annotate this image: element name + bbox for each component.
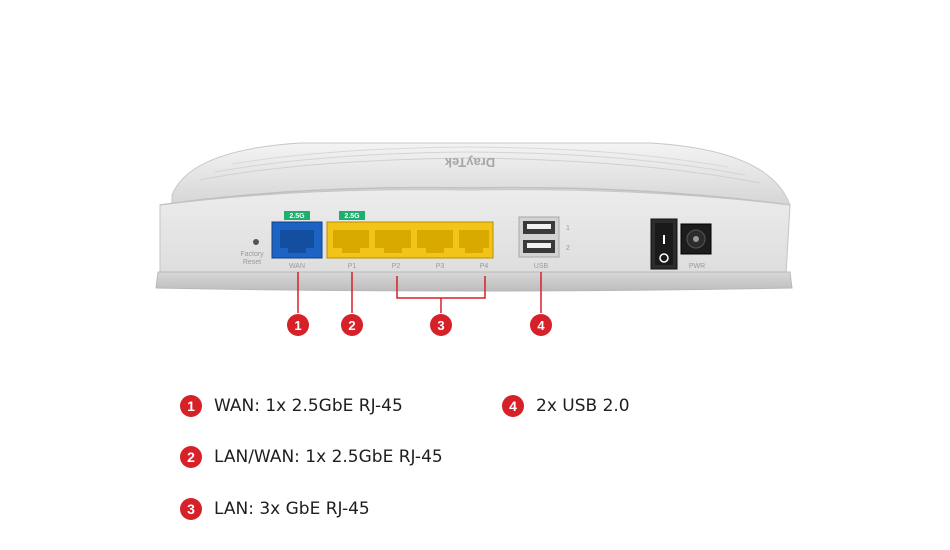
legend-text-3: LAN: 3x GbE RJ-45 xyxy=(214,499,370,519)
svg-text:4: 4 xyxy=(537,318,545,333)
p3-label: P3 xyxy=(436,263,445,270)
p4-label: P4 xyxy=(480,263,489,270)
legend-item-wan: 1 WAN: 1x 2.5GbE RJ-45 xyxy=(180,393,403,419)
brand-logo: DrayTek xyxy=(444,155,495,170)
factory-reset-button[interactable]: Factory Reset xyxy=(240,239,264,266)
p2-label: P2 xyxy=(392,263,401,270)
legend-badge-4: 4 xyxy=(502,395,524,417)
callout-lines xyxy=(297,272,542,313)
svg-text:2.5G: 2.5G xyxy=(289,213,305,220)
legend-item-usb: 4 2x USB 2.0 xyxy=(502,393,630,419)
lan-port-p1[interactable]: P1 xyxy=(333,230,369,270)
callout-badge-2: 2 xyxy=(341,314,363,336)
svg-text:3: 3 xyxy=(437,318,444,333)
p1-label: P1 xyxy=(348,263,357,270)
usb-number-1: 1 xyxy=(566,225,570,232)
legend-item-lan-wan: 2 LAN/WAN: 1x 2.5GbE RJ-45 xyxy=(180,444,443,470)
power-jack[interactable]: PWR xyxy=(680,223,712,270)
legend-badge-3: 3 xyxy=(180,498,202,520)
callout-badge-4: 4 xyxy=(530,314,552,336)
power-switch[interactable] xyxy=(650,218,678,270)
callout-badge-1: 1 xyxy=(287,314,309,336)
usb-label: USB xyxy=(534,263,549,270)
wan-port-label: WAN xyxy=(289,263,305,270)
lan-port-p4[interactable]: P4 xyxy=(459,230,489,270)
legend-badge-1: 1 xyxy=(180,395,202,417)
legend-text-1: WAN: 1x 2.5GbE RJ-45 xyxy=(214,396,403,416)
svg-text:2: 2 xyxy=(348,318,355,333)
speed-tag-wan: 2.5G xyxy=(284,211,310,220)
svg-text:1: 1 xyxy=(294,318,301,333)
pwr-label: PWR xyxy=(689,263,705,270)
legend-item-lan: 3 LAN: 3x GbE RJ-45 xyxy=(180,496,370,522)
svg-text:2.5G: 2.5G xyxy=(344,213,360,220)
speed-tag-p1: 2.5G xyxy=(339,211,365,220)
usb-number-2: 2 xyxy=(566,245,570,252)
reset-label-line1: Factory xyxy=(240,251,264,258)
wan-port[interactable]: WAN xyxy=(271,221,323,270)
lan-port-p2[interactable]: P2 xyxy=(375,230,411,270)
usb-port-stack[interactable]: 1 2 USB xyxy=(518,216,570,270)
reset-label-line2: Reset xyxy=(243,259,261,266)
lan-port-p3[interactable]: P3 xyxy=(417,230,453,270)
callout-badge-3: 3 xyxy=(430,314,452,336)
legend-text-2: LAN/WAN: 1x 2.5GbE RJ-45 xyxy=(214,447,443,467)
legend-badge-2: 2 xyxy=(180,446,202,468)
legend-text-4: 2x USB 2.0 xyxy=(536,396,630,416)
